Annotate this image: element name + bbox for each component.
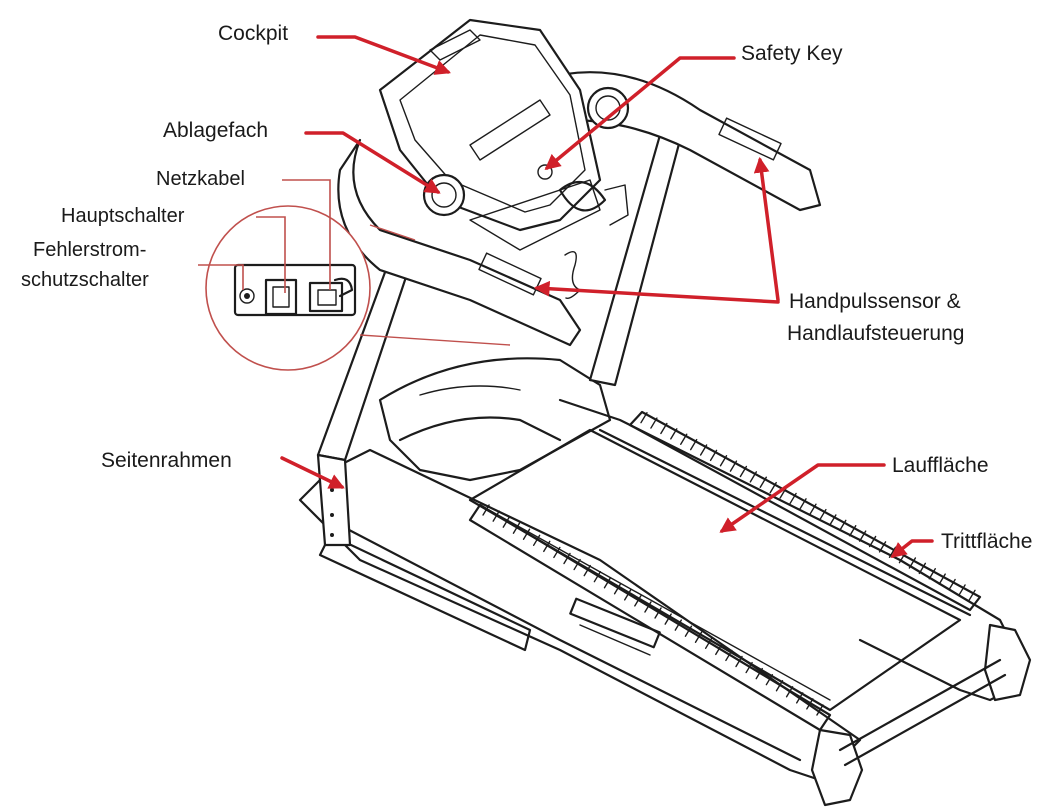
upright-right	[588, 133, 682, 387]
rail-rib	[660, 422, 668, 435]
rail-rib	[908, 557, 917, 569]
rail-rib	[719, 455, 728, 467]
rail-rib	[918, 562, 927, 575]
label-laufflaeche: Lauffläche	[892, 454, 989, 477]
rail-rib	[839, 519, 847, 532]
rail-rib	[799, 498, 807, 510]
rail-rib	[759, 476, 767, 488]
label-fehlerstrom-line1: Fehlerstrom-	[33, 239, 147, 261]
label-seitenrahmen: Seitenrahmen	[101, 449, 232, 472]
rail-rib	[543, 540, 551, 553]
foot-rail-right	[628, 410, 982, 612]
rail-rib	[816, 704, 824, 716]
rail-rib	[849, 525, 857, 537]
rail-rib	[573, 558, 581, 571]
label-ablagefach: Ablagefach	[163, 119, 269, 142]
rail-rib	[699, 444, 708, 456]
rail-rib	[640, 411, 648, 424]
rail-rib	[709, 449, 718, 462]
rail-rib	[958, 584, 966, 596]
rail-rib	[829, 514, 837, 526]
rail-rib	[502, 516, 510, 528]
label-handpuls-line2: Handlaufsteuerung	[787, 322, 965, 345]
rail-rib	[512, 522, 521, 534]
rail-rib	[654, 607, 662, 619]
rail-rib	[563, 552, 571, 565]
label-safety-key: Safety Key	[741, 42, 843, 65]
rail-rib	[928, 568, 936, 580]
rail-rib	[809, 503, 817, 515]
rail-rib	[878, 541, 887, 553]
rail-rib	[634, 595, 642, 607]
rail-rib	[785, 686, 794, 698]
rail-rib	[868, 535, 877, 548]
label-cockpit: Cockpit	[218, 22, 289, 45]
rail-rib	[704, 637, 713, 650]
rail-rib	[650, 417, 658, 429]
rail-rib	[694, 631, 703, 643]
rail-rib	[779, 487, 787, 499]
rail-rib	[674, 619, 682, 631]
rail-rib	[532, 534, 541, 547]
rail-rib	[684, 625, 693, 637]
power-socket-icon	[308, 281, 344, 313]
rail-rib	[492, 510, 500, 522]
pointer-arrows	[280, 35, 934, 558]
rail-rib	[749, 471, 758, 483]
leader-lines	[198, 179, 331, 293]
rail-rib	[858, 530, 867, 542]
rail-rib	[739, 465, 748, 478]
label-hauptschalter: Hauptschalter	[61, 205, 185, 227]
rail-rib	[644, 601, 652, 613]
rail-rib	[583, 564, 591, 577]
rail-rib	[670, 428, 678, 440]
rail-rib	[593, 570, 602, 583]
rail-rib	[725, 649, 733, 662]
rail-rib	[769, 481, 777, 494]
rail-rib	[603, 577, 612, 589]
rail-rib	[948, 578, 956, 591]
rail-rib	[806, 698, 814, 710]
rail-rib	[775, 680, 784, 692]
rail-rib	[755, 667, 763, 680]
treadmill-base	[298, 357, 1032, 807]
rail-rib	[735, 655, 743, 668]
rail-rib	[613, 583, 622, 595]
rail-rib	[765, 673, 774, 686]
rail-rib	[819, 508, 827, 521]
rail-rib	[522, 528, 531, 540]
power-panel-detail	[205, 205, 511, 371]
rail-rib	[938, 573, 946, 585]
rail-rib	[624, 589, 632, 601]
label-handpuls-line1: Handpulssensor &	[789, 290, 961, 313]
rail-rib	[689, 438, 698, 451]
foot-rail-left	[468, 503, 832, 732]
label-fehlerstrom-line2: schutzschalter	[21, 269, 149, 291]
rail-rib	[729, 460, 738, 472]
rail-rib	[680, 433, 688, 445]
rail-rib	[482, 504, 490, 516]
rail-rib	[789, 492, 797, 505]
label-netzkabel: Netzkabel	[156, 168, 245, 190]
rail-rib	[553, 546, 561, 559]
rail-rib	[715, 643, 723, 656]
rail-rib	[796, 692, 804, 704]
rail-rib	[968, 589, 976, 602]
label-trittflaeche: Trittfläche	[941, 530, 1033, 553]
rail-rib	[745, 661, 753, 674]
rail-rib	[664, 613, 672, 625]
main-switch-icon	[264, 278, 298, 316]
